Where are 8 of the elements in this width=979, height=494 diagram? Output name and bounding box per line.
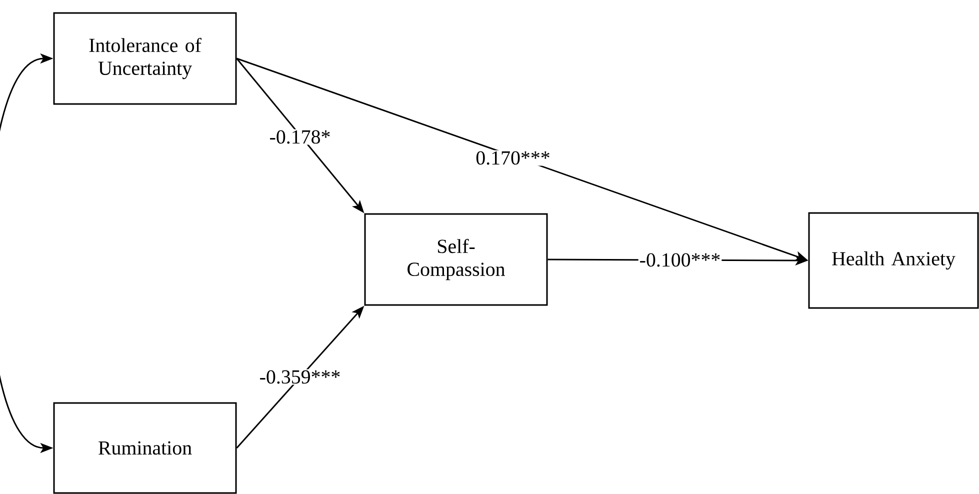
coefficient-label: -0.359***: [258, 369, 342, 385]
coefficient-label: -0.178*: [268, 129, 332, 145]
variable-box: Self-Compassion: [364, 213, 548, 306]
coefficient-label: 0.170***: [474, 150, 552, 166]
variable-box: Rumination: [53, 402, 237, 494]
variable-box: Health Anxiety: [808, 212, 979, 309]
coefficient-label: -0.100***: [638, 252, 722, 268]
variable-box: Intolerance of Uncertainty: [53, 12, 237, 105]
